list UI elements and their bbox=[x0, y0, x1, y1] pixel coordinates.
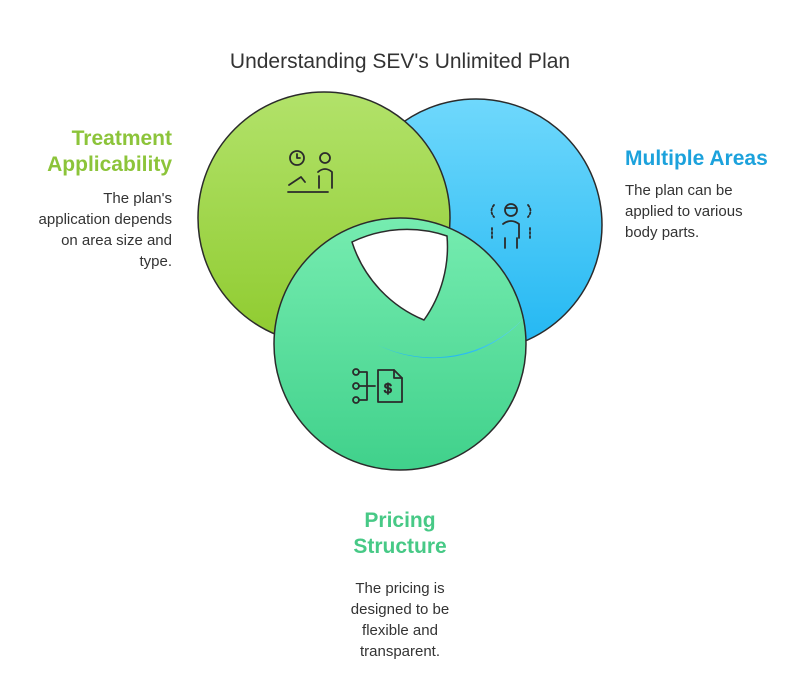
heading-multiple-areas: Multiple Areas bbox=[625, 147, 768, 170]
svg-text:$: $ bbox=[384, 380, 392, 396]
heading-treatment-applicability: Treatment Applicability bbox=[47, 127, 172, 176]
person-body-areas-icon bbox=[490, 203, 532, 249]
venn-circle-pricing bbox=[273, 217, 527, 471]
description-pricing-structure: The pricing is designed to be flexible a… bbox=[350, 580, 450, 660]
venn-center-gap bbox=[351, 228, 449, 321]
label-multiple-areas: Multiple Areas The plan can be applied t… bbox=[625, 146, 785, 243]
diagram-title: Understanding SEV's Unlimited Plan bbox=[229, 50, 571, 73]
therapist-consultation-icon bbox=[287, 150, 333, 193]
heading-pricing-structure: Pricing Structure bbox=[353, 509, 447, 558]
description-multiple-areas: The plan can be applied to various body … bbox=[625, 182, 743, 241]
description-treatment-applicability: The plan's application depends on area s… bbox=[38, 190, 172, 270]
pricing-tag-icon: $ bbox=[352, 368, 403, 404]
label-treatment-applicability: Treatment Applicability The plan's appli… bbox=[30, 126, 172, 272]
label-pricing-structure: Pricing Structure The pricing is designe… bbox=[315, 508, 485, 662]
